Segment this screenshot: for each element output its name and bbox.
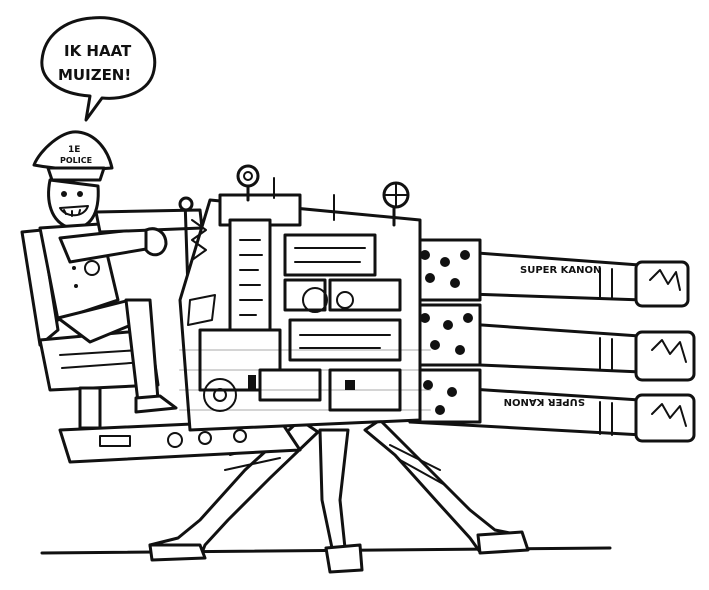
seat (20, 228, 160, 430)
hat-badge-line-2: POLICE (60, 156, 92, 165)
gun-barrels: SUPER KANON SUPER KANON (408, 238, 696, 443)
tripod (148, 418, 530, 574)
speech-bubble: IK HAAT MUIZEN! (40, 16, 157, 122)
policeman: 1E POLICE (32, 130, 204, 414)
hat-badge-line-1: 1E (68, 145, 80, 155)
shading-lines (179, 349, 431, 411)
barrel-label-bottom: SUPER KANON (504, 396, 585, 407)
barrel-label-top: SUPER KANON (520, 265, 601, 276)
speech-line-2: MUIZEN! (58, 66, 131, 84)
speech-line-1: IK HAAT (64, 42, 132, 60)
gun-body (178, 164, 422, 432)
